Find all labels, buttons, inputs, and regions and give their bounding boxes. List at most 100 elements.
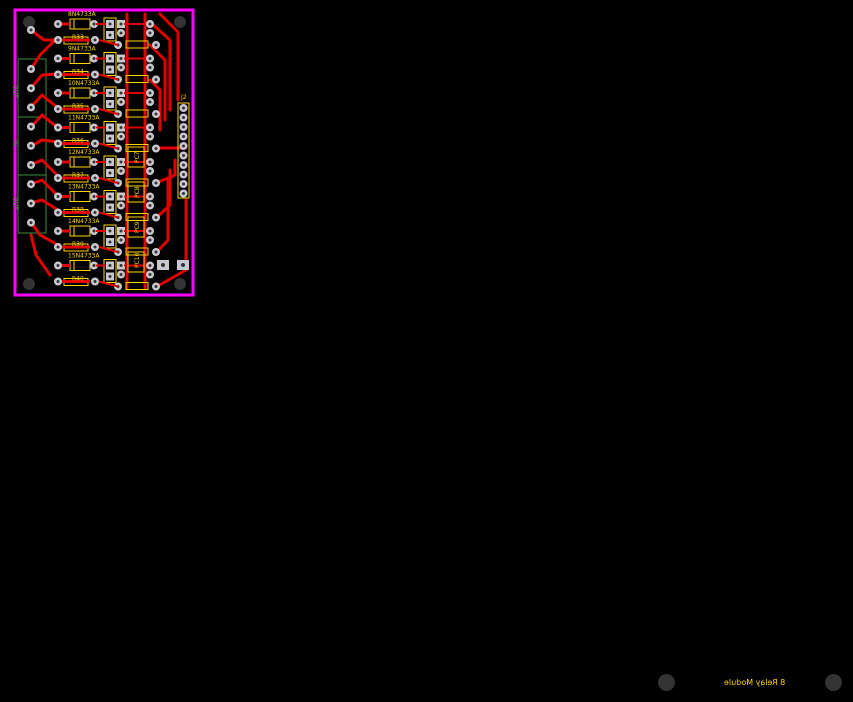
resistor-pad-drill — [56, 176, 60, 180]
bus-resistor-outline — [125, 40, 149, 49]
resistor-pad-drill — [93, 38, 97, 42]
zener-diode-outline — [69, 122, 91, 133]
resistor-pad-drill — [93, 245, 97, 249]
row-trace — [98, 246, 119, 253]
bus-resistor-outline — [125, 75, 149, 83]
resistor-pad-drill — [56, 38, 60, 42]
led-pad-drill — [108, 126, 112, 129]
output-pad-drill — [148, 160, 152, 164]
bottom-layer-hole — [825, 674, 842, 691]
header-pin-drill — [182, 154, 185, 157]
bus-resistor-outline — [125, 144, 149, 152]
zener-diode-outline — [69, 53, 91, 64]
resistor-label: R34 — [72, 69, 84, 76]
bus-resistor-pad-drill — [154, 181, 158, 185]
zener-pad-drill — [92, 126, 96, 129]
transistor-pad-drill — [119, 204, 123, 207]
zener-pad-drill — [92, 264, 96, 267]
output-pad-drill — [148, 169, 152, 173]
zener-pad-drill — [56, 195, 60, 198]
resistor-pad-drill — [93, 142, 97, 145]
zener-label: 15N4733A — [68, 253, 100, 260]
zener-diode-outline — [69, 18, 91, 30]
header-pin-drill — [182, 116, 185, 119]
bus-resistor-outline — [125, 282, 149, 290]
resistor-pad-drill — [93, 176, 97, 180]
led-outline — [103, 259, 117, 283]
output-pad-drill — [148, 91, 152, 95]
zener-pad-drill — [56, 22, 60, 26]
connector-label-1: OUT — [11, 85, 18, 98]
led-outline — [103, 224, 117, 249]
led-pad-drill — [108, 33, 112, 37]
led-outline — [103, 121, 117, 145]
zener-pad-drill — [56, 229, 60, 233]
resistor-pad-drill — [56, 73, 60, 76]
zener-pad-drill — [92, 160, 96, 164]
connector-label-2: IN — [11, 140, 18, 146]
zener-pad-drill — [56, 160, 60, 164]
output-pad-drill — [148, 204, 152, 207]
resistor-label: R37 — [72, 172, 84, 179]
led-pad-drill — [108, 206, 112, 209]
transistor-pad-drill — [119, 195, 123, 198]
transistor-pad-drill — [119, 126, 123, 129]
row-trace — [98, 280, 119, 288]
transistor-pad-drill — [119, 22, 123, 26]
terminal-pad-drill — [29, 125, 33, 129]
bus-resistor-pad-drill — [154, 285, 158, 288]
mounting-hole — [174, 16, 186, 28]
zener-pad-drill — [92, 91, 96, 95]
zener-pad-drill — [56, 91, 60, 95]
bus-resistor-outline — [125, 178, 149, 187]
output-pad-drill — [148, 31, 152, 35]
row-trace — [98, 73, 119, 81]
zener-diode-outline — [69, 191, 91, 202]
channel-rows: 8N4733AR339N4733AR3410N4733AR3511N4733AR… — [27, 11, 160, 291]
connector-label-3: OUT — [11, 197, 18, 210]
zener-pad-drill — [56, 264, 60, 267]
led-pad-drill — [108, 195, 112, 198]
led-pad-drill — [108, 160, 112, 164]
led-pad-drill — [108, 102, 112, 106]
header-pin-drill — [182, 163, 185, 167]
zener-label: 13N4733A — [68, 184, 100, 191]
resistor-label: R36 — [72, 138, 84, 145]
led-pad-drill — [108, 240, 112, 244]
row-trace — [98, 142, 119, 150]
output-pad-drill — [148, 238, 152, 242]
transistor-pad-drill — [119, 238, 123, 242]
output-pad-drill — [148, 135, 152, 138]
optocoupler-label: PC7 — [134, 151, 141, 163]
header-pin-drill — [182, 125, 185, 129]
output-pad-drill — [148, 66, 152, 69]
zener-diode-outline — [69, 87, 91, 99]
led-outline — [103, 86, 117, 111]
header-pin-drill — [182, 192, 185, 195]
output-pad-drill — [148, 126, 152, 129]
transistor-pad-drill — [119, 31, 123, 35]
led-pad-drill — [108, 137, 112, 140]
terminal-pad-drill — [29, 67, 33, 71]
header-pin-drill — [182, 182, 185, 186]
zener-pad-drill — [92, 229, 96, 233]
zener-pad-drill — [92, 57, 96, 60]
bus-resistor-outline — [125, 213, 149, 221]
led-pad-drill — [108, 22, 112, 26]
optocoupler-outline — [127, 181, 145, 203]
transistor-pad-drill — [119, 91, 123, 95]
bus-resistor-pad-drill — [154, 112, 158, 116]
bus-resistor-pad-drill — [154, 250, 158, 254]
header-pin-drill — [182, 106, 185, 110]
resistor-pad-drill — [56, 245, 60, 249]
output-pad-drill — [148, 100, 152, 104]
board-outline — [13, 8, 195, 297]
bus-resistor-outline — [125, 109, 149, 118]
zener-label: 9N4733A — [68, 46, 97, 53]
zener-diode-outline — [69, 156, 91, 168]
optocoupler-label: PC10 — [134, 252, 141, 268]
bus-resistor-outline — [125, 247, 149, 256]
led-outline — [103, 155, 117, 180]
transistor-pad-drill — [119, 160, 123, 164]
